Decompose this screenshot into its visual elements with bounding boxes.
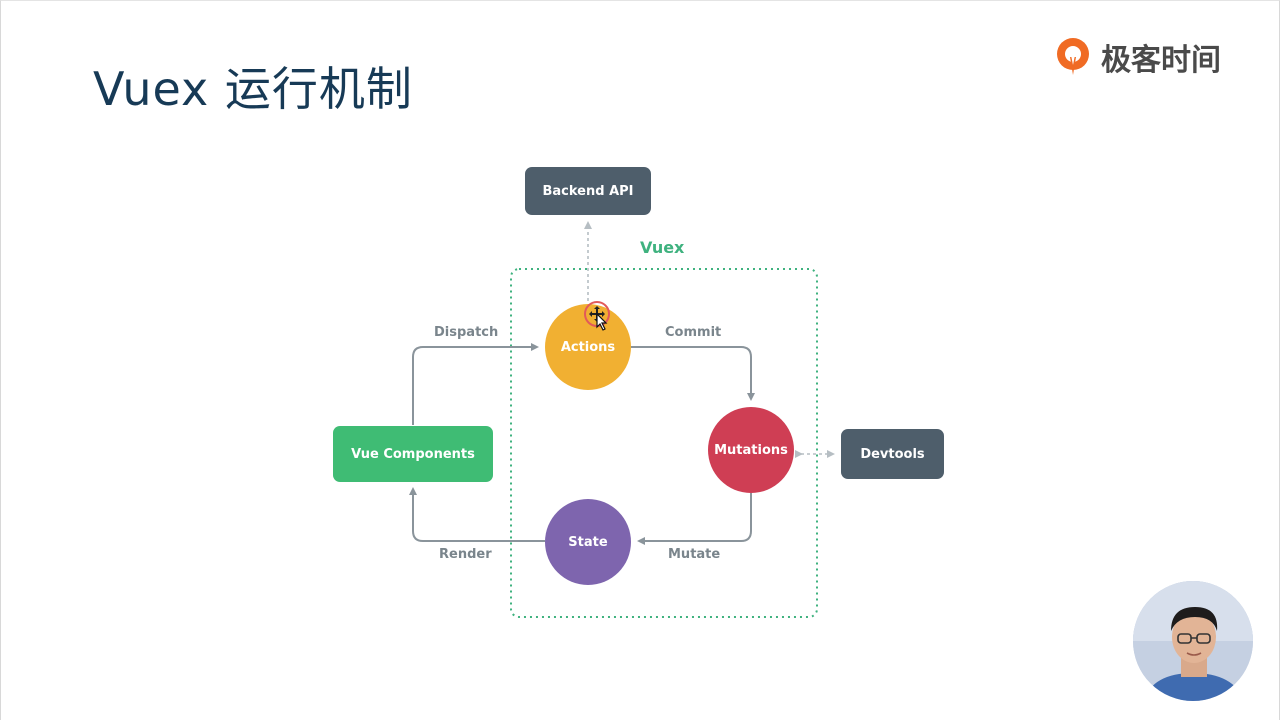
- mutations-node: Mutations: [708, 407, 794, 493]
- vuex-label: Vuex: [640, 238, 685, 257]
- slide-title: Vuex 运行机制: [93, 62, 413, 116]
- presenter-avatar: [1133, 581, 1253, 701]
- commit-label: Commit: [665, 325, 722, 340]
- presenter-webcam: [1133, 581, 1253, 701]
- render-label: Render: [439, 547, 492, 562]
- dispatch-label: Dispatch: [434, 325, 499, 340]
- mutate-edge: [637, 493, 752, 545]
- commit-edge: [631, 346, 755, 401]
- state-node: State: [545, 499, 631, 585]
- move-cursor-icon: [584, 301, 610, 331]
- geektime-logo-icon: [1057, 38, 1089, 75]
- vue-components-node: Vue Components: [333, 426, 493, 482]
- logo-text: 极客时间: [1101, 43, 1221, 78]
- backend-api-node: Backend API: [525, 167, 651, 215]
- actions-node: Actions: [545, 304, 631, 390]
- devtools-node: Devtools: [841, 429, 944, 479]
- dispatch-edge: [412, 343, 539, 425]
- vuex-container: [510, 268, 818, 618]
- mutate-label: Mutate: [668, 547, 721, 562]
- render-edge: [409, 487, 545, 542]
- geektime-logo: 极客时间: [1053, 35, 1221, 79]
